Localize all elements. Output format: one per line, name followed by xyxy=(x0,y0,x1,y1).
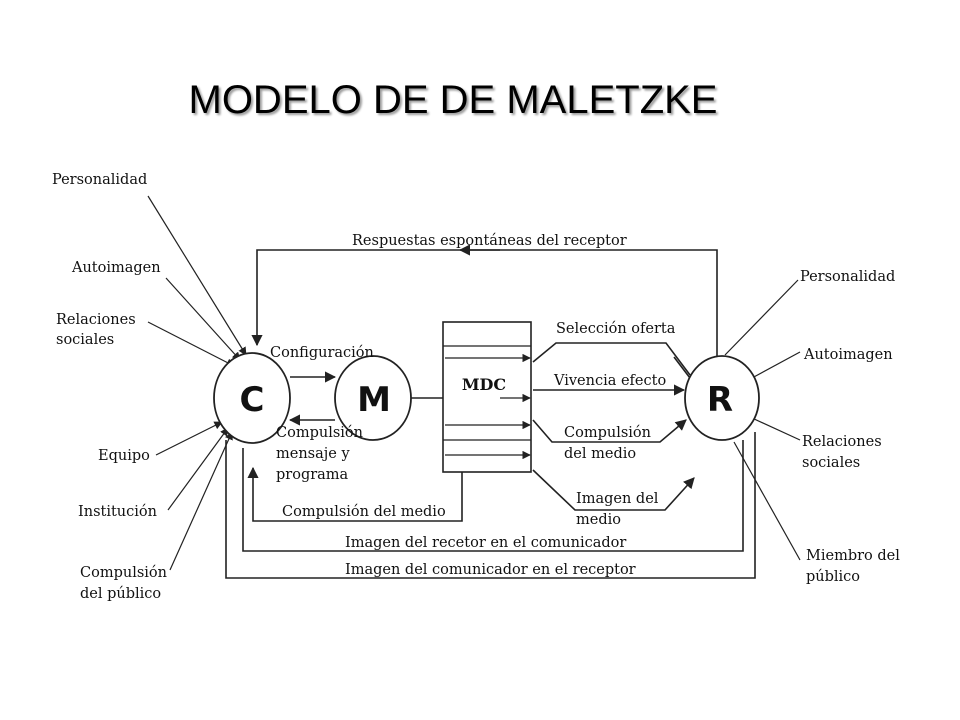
mdc-box xyxy=(442,321,532,473)
configuracion-label: Configuración xyxy=(270,345,374,361)
comm-compulsion-publico-label-2: del público xyxy=(80,586,161,602)
imagen-medio-label-1: Imagen del xyxy=(576,491,659,507)
seleccion-oferta-label: Selección oferta xyxy=(556,321,676,337)
communicator-letter: C xyxy=(240,380,265,420)
comm-relaciones-label-2: sociales xyxy=(56,332,114,348)
compulsion-medio-receptor-label-1: Compulsión xyxy=(564,425,651,441)
rec-miembro-label-2: público xyxy=(806,569,860,585)
receiver-node: R xyxy=(684,355,760,441)
bottom-loops xyxy=(225,432,756,579)
compulsion-medio-receptor-label-2: del medio xyxy=(564,446,636,462)
communicator-factor-lines xyxy=(147,195,247,571)
rec-miembro-label-1: Miembro del xyxy=(806,548,900,564)
slide-title: MODELO DE DE MALETZKE xyxy=(188,78,718,122)
compulsion-mensaje-label-2: mensaje y xyxy=(276,446,350,462)
rec-autoimagen-label: Autoimagen xyxy=(803,347,893,363)
respuestas-label: Respuestas espontáneas del receptor xyxy=(352,233,627,249)
message-node: M xyxy=(334,355,412,441)
mdc-label: MDC xyxy=(462,375,506,394)
receiver-factor-lines xyxy=(724,279,801,561)
communicator-node: C xyxy=(213,352,291,444)
feedback-loop-respuestas xyxy=(251,244,718,358)
imagen-comunicador-label: Imagen del comunicador en el receptor xyxy=(345,562,636,578)
compulsion-mensaje-label-1: Compulsión xyxy=(276,425,363,441)
imagen-receptor-label: Imagen del recetor en el comunicador xyxy=(345,535,626,551)
comm-compulsion-publico-label-1: Compulsión xyxy=(80,565,167,581)
rec-personalidad-label: Personalidad xyxy=(800,269,895,285)
c-m-arrows xyxy=(288,371,337,426)
imagen-medio-label-2: medio xyxy=(576,512,621,528)
rec-relaciones-label-1: Relaciones xyxy=(802,434,882,450)
comm-relaciones-label-1: Relaciones xyxy=(56,312,136,328)
comm-personalidad-label: Personalidad xyxy=(52,172,147,188)
vivencia-efecto-label: Vivencia efecto xyxy=(553,373,666,389)
compulsion-medio-comunicador-label: Compulsión del medio xyxy=(282,504,446,520)
message-letter: M xyxy=(357,380,391,420)
compulsion-mensaje-label-3: programa xyxy=(276,467,349,483)
comm-equipo-label: Equipo xyxy=(98,448,150,464)
comm-autoimagen-label: Autoimagen xyxy=(71,260,161,276)
rec-relaciones-label-2: sociales xyxy=(802,455,860,471)
comm-institucion-label: Institución xyxy=(78,504,157,520)
receiver-letter: R xyxy=(707,380,733,420)
